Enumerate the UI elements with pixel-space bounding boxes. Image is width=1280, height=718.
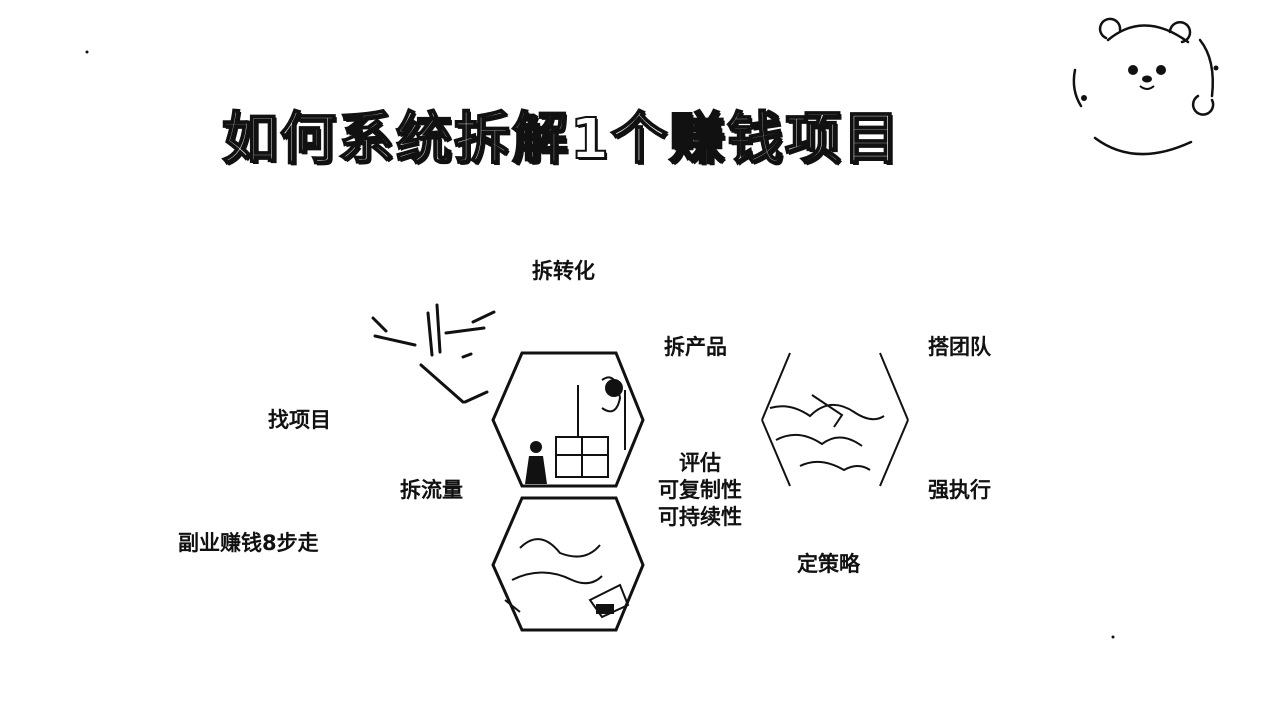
label-replicability: 可复制性: [650, 477, 750, 504]
hexagon-traffic: [493, 498, 643, 630]
label-traffic: 拆流量: [400, 477, 463, 503]
bear-mascot-logo: [1060, 10, 1230, 170]
label-product: 拆产品: [664, 334, 727, 360]
label-find-project: 找项目: [268, 407, 331, 433]
label-execute: 强执行: [928, 477, 991, 503]
sketch-strokes: [373, 305, 494, 402]
evaluation-block: 评估 可复制性 可持续性: [650, 450, 750, 531]
label-sustainability: 可持续性: [650, 504, 750, 531]
label-team: 搭团队: [928, 334, 991, 360]
label-strategy: 定策略: [797, 551, 860, 577]
label-evaluate: 评估: [650, 450, 750, 477]
label-eight-steps: 副业赚钱8步走: [178, 530, 319, 556]
label-conversion: 拆转化: [532, 258, 595, 284]
hexagon-team: [762, 353, 908, 486]
hexagon-product: [493, 353, 643, 486]
